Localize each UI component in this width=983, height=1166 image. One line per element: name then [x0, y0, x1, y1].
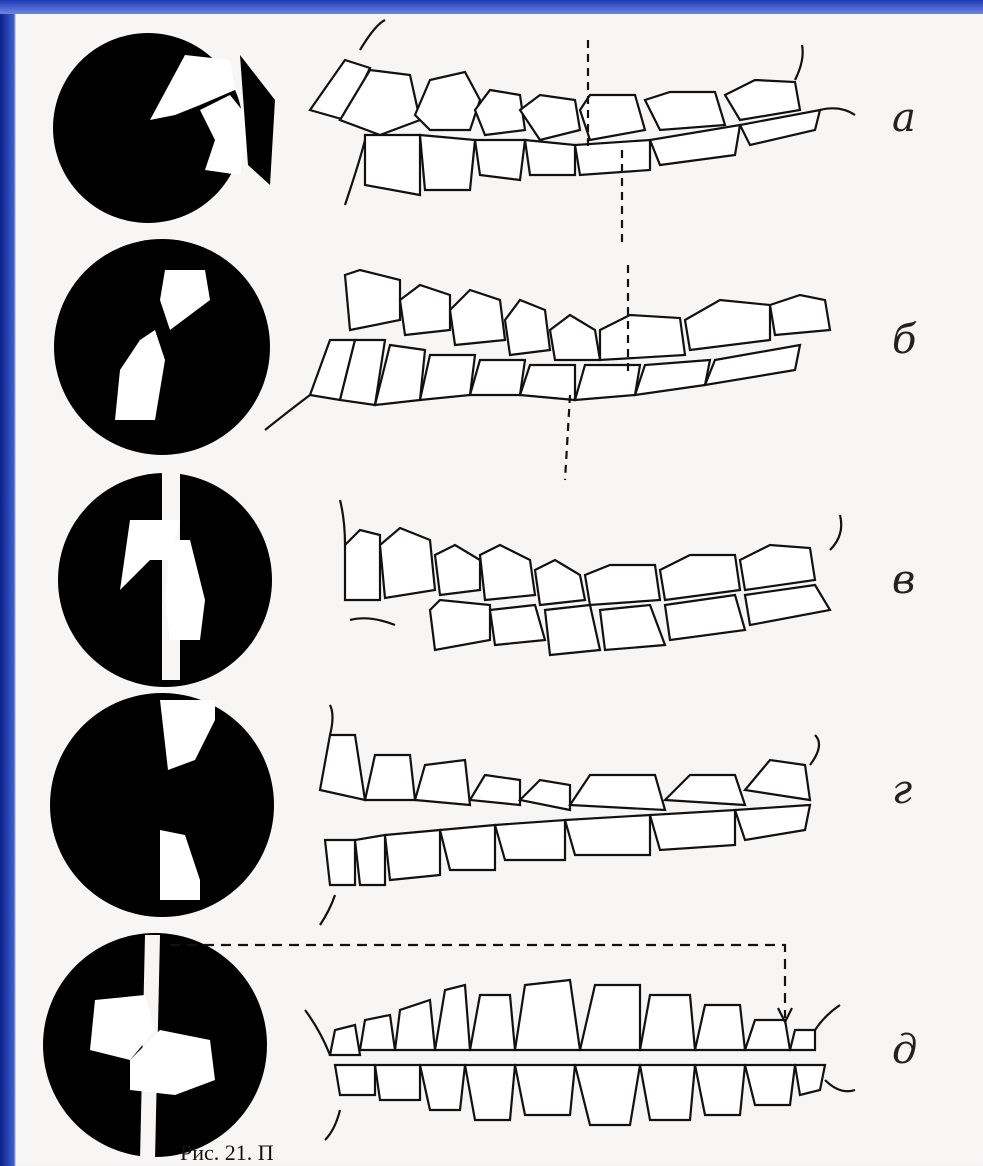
- row-label-b: б: [892, 320, 916, 360]
- row-b-dental-arch: [265, 265, 830, 480]
- row-label-a: а: [892, 98, 916, 138]
- row-b-cross-section: [54, 239, 270, 455]
- row-g-cross-section: [50, 693, 274, 917]
- row-d-dental-arch: [170, 945, 855, 1140]
- row-a-cross-section: [53, 33, 275, 223]
- row-d-cross-section: [43, 933, 267, 1160]
- row-v-dental-arch: [340, 500, 841, 655]
- row-label-g: г: [892, 770, 912, 810]
- figure-caption: Рис. 21. П: [180, 1140, 274, 1166]
- row-a-dental-arch: [310, 20, 855, 245]
- row-v-cross-section: [58, 470, 272, 687]
- row-label-v: в: [892, 560, 915, 600]
- row-label-d: д: [892, 1030, 917, 1070]
- row-g-dental-arch: [320, 705, 819, 925]
